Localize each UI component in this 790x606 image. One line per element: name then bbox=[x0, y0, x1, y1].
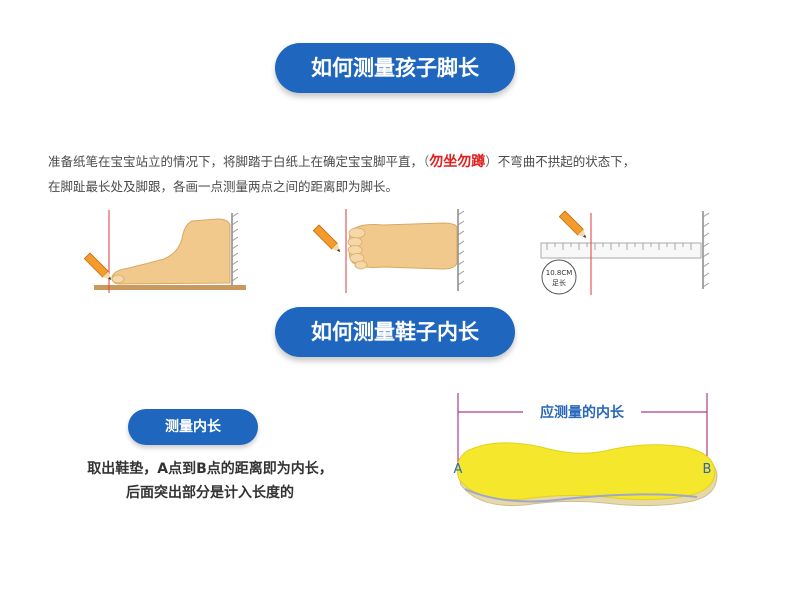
description-line-1: 准备纸笔在宝宝站立的情况下，将脚踏于白纸上在确定宝宝脚平直，（勿坐勿蹲）不弯曲不… bbox=[48, 151, 778, 171]
measurement-value: 10.8CM bbox=[546, 269, 573, 277]
warning-text: 勿坐勿蹲 bbox=[429, 154, 486, 170]
wall-icon bbox=[231, 212, 239, 287]
foot-side-icon bbox=[111, 218, 231, 285]
wall-icon bbox=[702, 211, 710, 289]
instruction-line-2: 后面突出部分是计入长度的 bbox=[126, 485, 294, 501]
pencil-icon bbox=[83, 252, 112, 280]
measure-inner-length-badge: 测量内长 bbox=[128, 409, 258, 445]
pencil-icon bbox=[313, 224, 341, 252]
instruction-line-1: 取出鞋垫，A点到B点的距离即为内长， bbox=[87, 461, 333, 477]
measurement-callout: 10.8CM 足长 bbox=[541, 259, 577, 295]
insole-icon bbox=[456, 442, 718, 507]
insole-illustration: 应测量的内长 A B bbox=[454, 393, 718, 507]
section-title-foot-length: 如何测量孩子脚长 bbox=[275, 43, 515, 93]
section-title-shoe-length: 如何测量鞋子内长 bbox=[275, 307, 515, 357]
pencil-icon bbox=[558, 210, 587, 238]
ruler-icon bbox=[540, 242, 702, 259]
paren-open: （ bbox=[423, 154, 430, 169]
measurement-caption: 足长 bbox=[552, 278, 566, 287]
ruler-illustration: 10.8CM 足长 bbox=[540, 210, 710, 295]
point-b-label: B bbox=[703, 462, 712, 477]
inner-length-label: 应测量的内长 bbox=[540, 404, 625, 421]
description-text-1a: 准备纸笔在宝宝站立的情况下，将脚踏于白纸上在确定宝宝脚平直， bbox=[48, 154, 424, 169]
point-a-label: A bbox=[454, 462, 463, 477]
description-text-1b: 不弯曲不拱起的状态下， bbox=[497, 154, 636, 169]
paren-close: ） bbox=[485, 154, 498, 169]
foot-side-illustration bbox=[83, 210, 246, 293]
description-line-2: 在脚趾最长处及脚跟，各画一点测量两点之间的距离即为脚长。 bbox=[48, 179, 399, 194]
paper-board bbox=[94, 285, 246, 290]
foot-top-illustration bbox=[313, 209, 465, 293]
wall-icon bbox=[457, 209, 465, 291]
